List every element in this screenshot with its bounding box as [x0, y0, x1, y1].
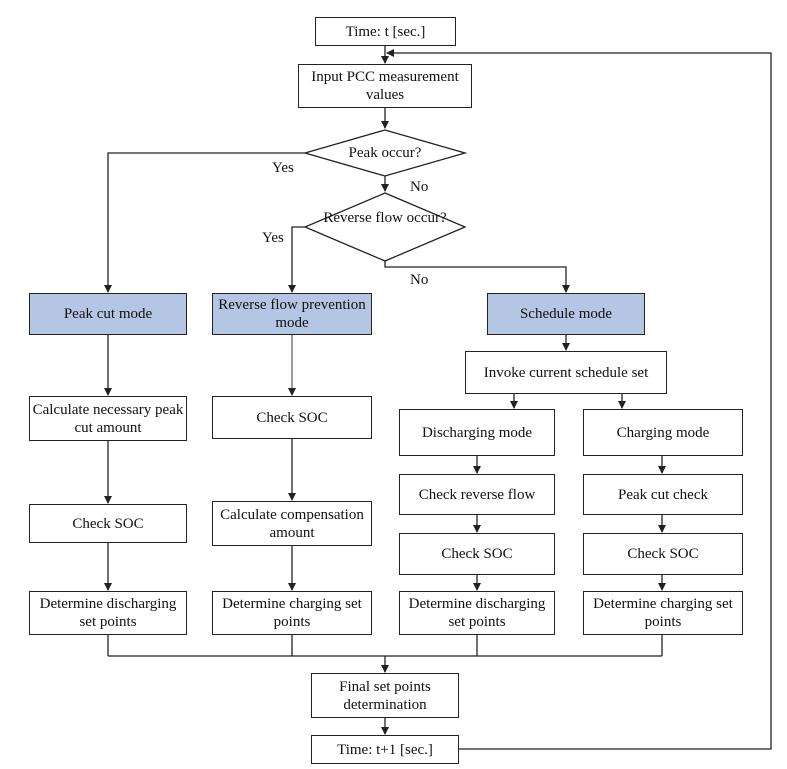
time-t1-box: Time: t+1 [sec.]	[311, 735, 459, 764]
peak-cut-check-box: Peak cut check	[583, 474, 743, 515]
determine-discharging-2-box: Determine discharging set points	[399, 591, 555, 635]
no-reverse-label: No	[410, 272, 429, 288]
final-set-points-box: Final set points determination	[311, 673, 459, 718]
schedule-mode-box: Schedule mode	[487, 293, 645, 335]
input-pcc-box: Input PCC measurement values	[298, 64, 472, 108]
peak-cut-mode-box: Peak cut mode	[29, 293, 187, 335]
determine-charging-1-box: Determine charging set points	[212, 591, 372, 635]
reverse-flow-occur-text: Reverse flow occur?	[323, 210, 447, 226]
charging-mode-box: Charging mode	[583, 409, 743, 456]
check-soc-4-box: Check SOC	[583, 533, 743, 575]
check-soc-1-box: Check SOC	[29, 504, 187, 543]
reverse-flow-prevention-mode-box: Reverse flow prevention mode	[212, 293, 372, 335]
calc-peak-cut-box: Calculate necessary peak cut amount	[29, 396, 187, 441]
check-soc-3-box: Check SOC	[399, 533, 555, 575]
peak-occur-text: Peak occur?	[348, 145, 422, 161]
invoke-schedule-box: Invoke current schedule set	[465, 351, 667, 394]
check-soc-2-box: Check SOC	[212, 396, 372, 439]
no-peak-label: No	[410, 179, 429, 195]
determine-discharging-1-box: Determine discharging set points	[29, 591, 187, 635]
determine-charging-2-box: Determine charging set points	[583, 591, 743, 635]
yes-peak-label: Yes	[272, 160, 294, 176]
yes-reverse-label: Yes	[262, 230, 284, 246]
time-t-box: Time: t [sec.]	[315, 17, 456, 46]
reverse-flow-diamond	[303, 192, 467, 262]
check-reverse-flow-box: Check reverse flow	[399, 474, 555, 515]
discharging-mode-box: Discharging mode	[399, 409, 555, 456]
calc-compensation-box: Calculate compensation amount	[212, 501, 372, 546]
